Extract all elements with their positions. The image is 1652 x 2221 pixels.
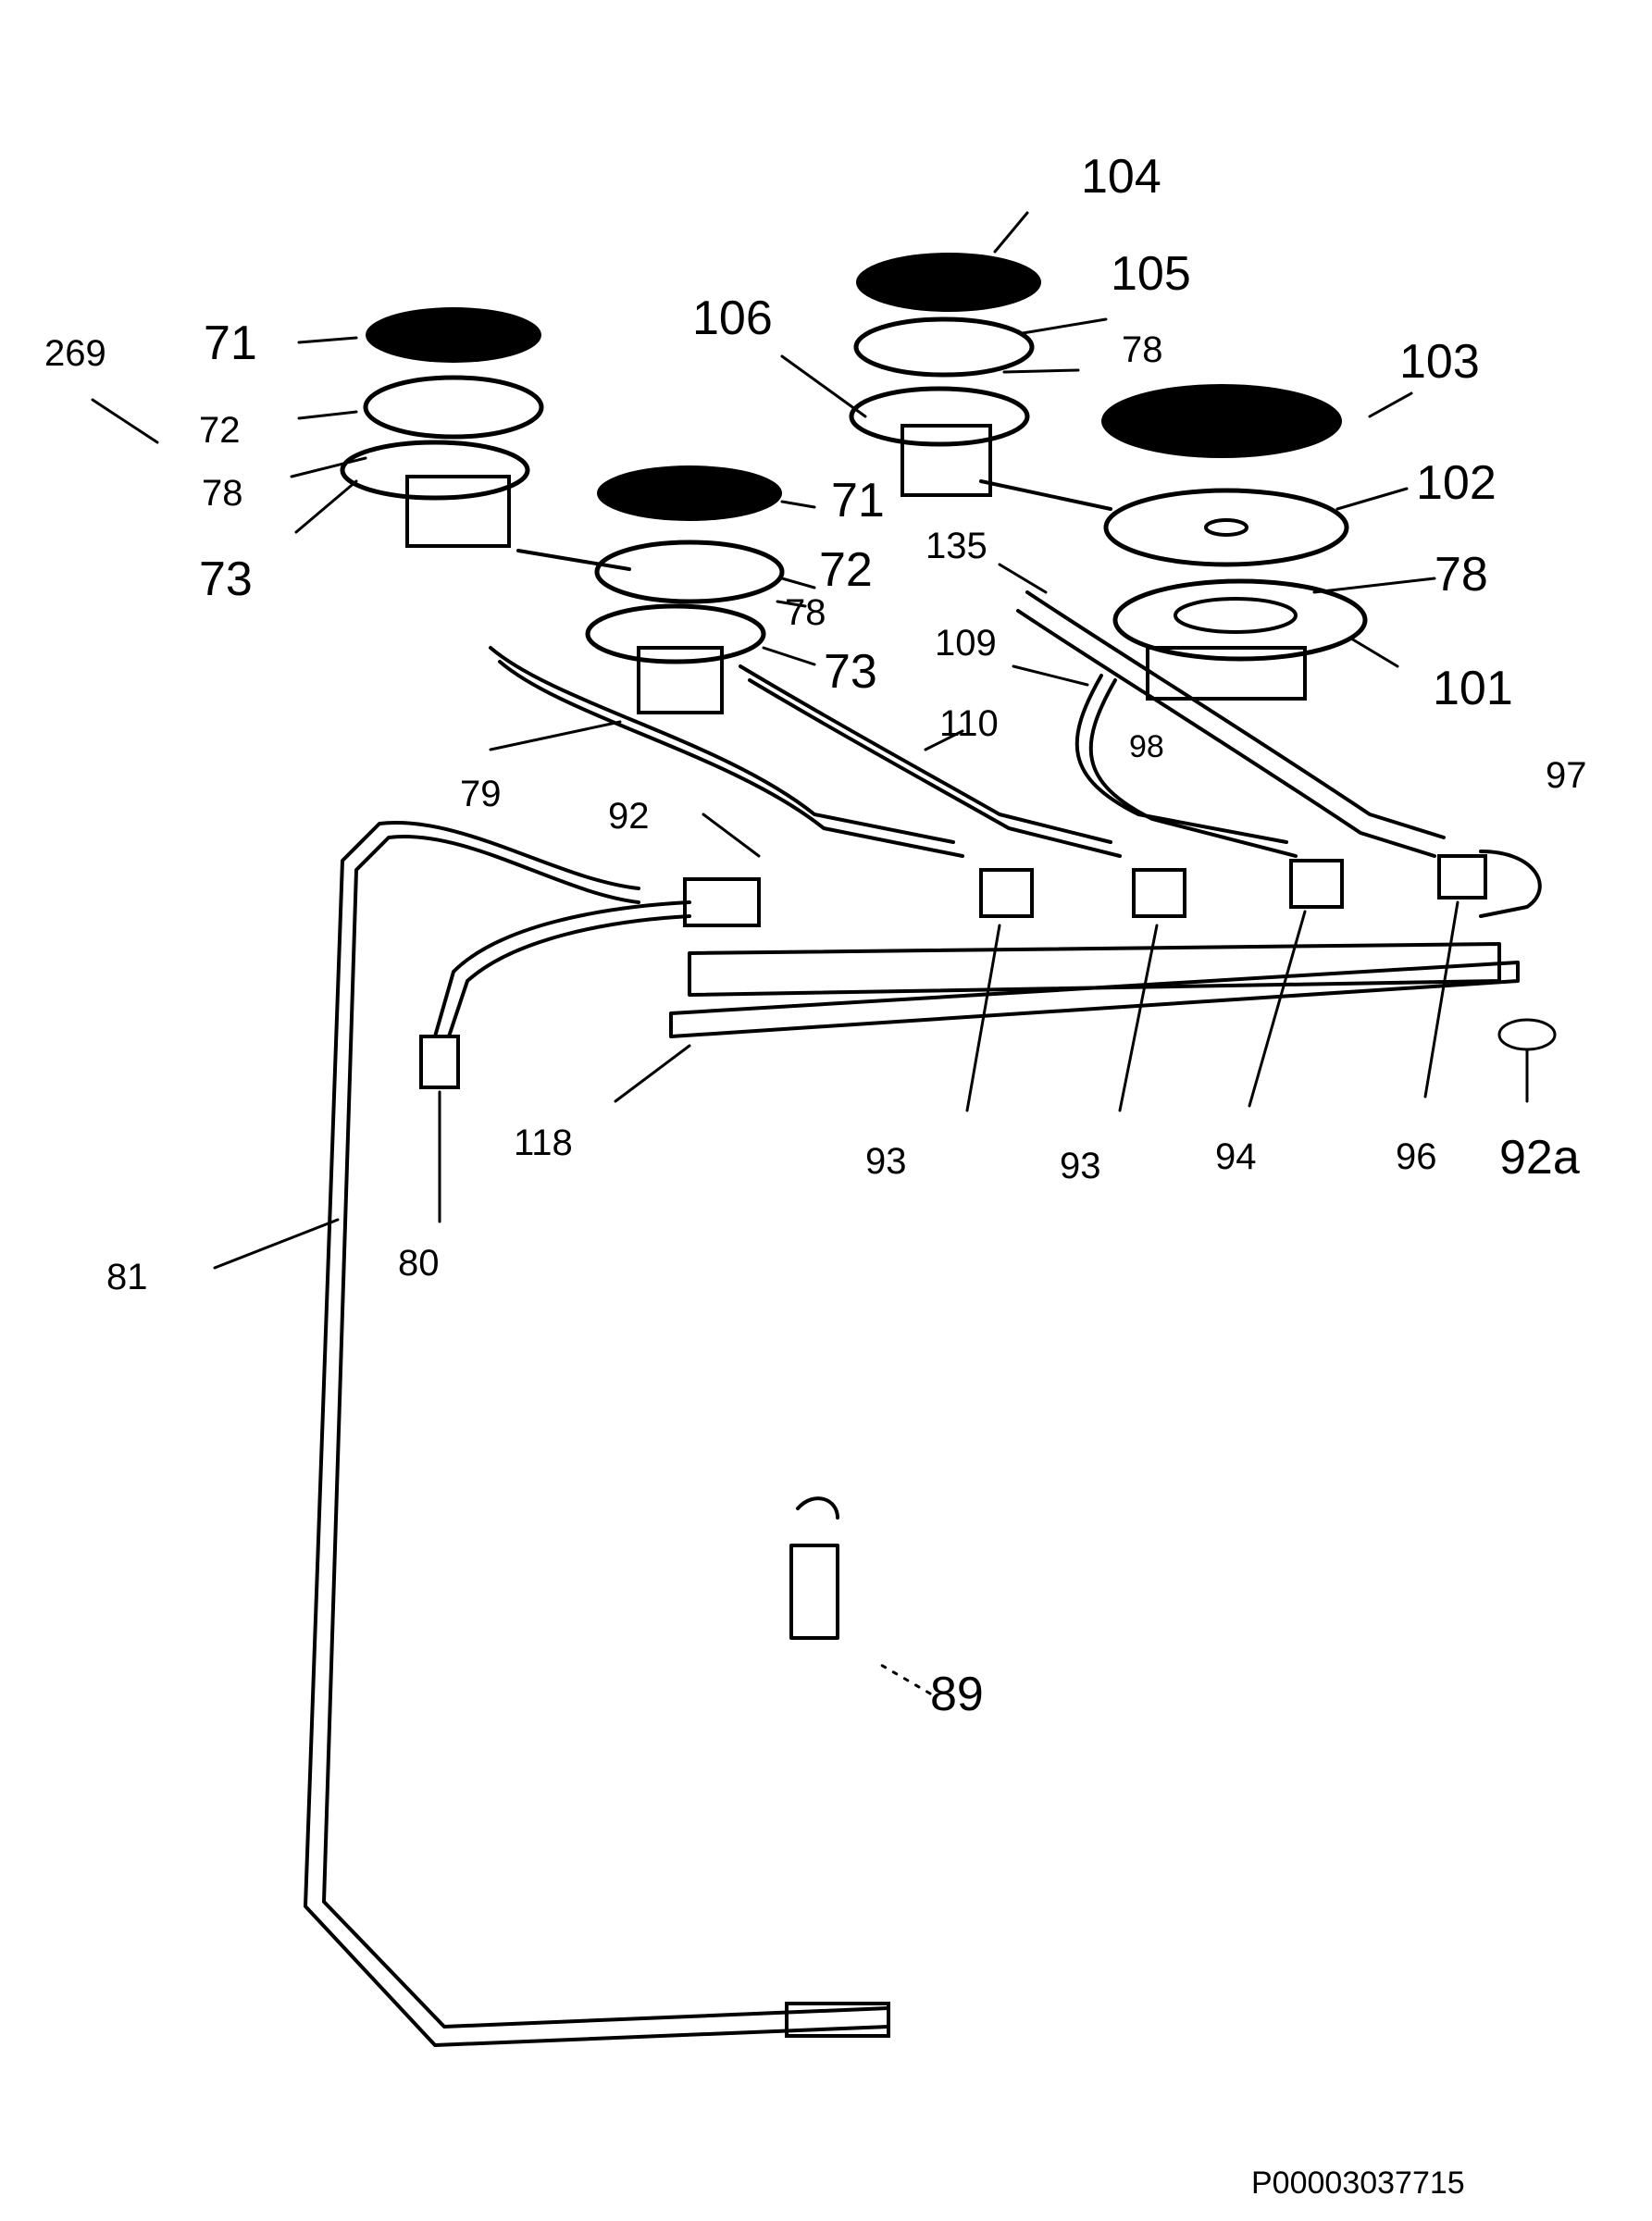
pipe-79-b bbox=[498, 660, 964, 858]
label-92a: 92a bbox=[1499, 1131, 1580, 1185]
label-98: 98 bbox=[1129, 729, 1164, 764]
label-78-large: 78 bbox=[1435, 548, 1488, 602]
burner-crown-center-left bbox=[594, 540, 785, 604]
burner-body-center-left bbox=[637, 646, 724, 714]
pipe-109 bbox=[1025, 590, 1446, 839]
label-79: 79 bbox=[460, 774, 502, 814]
label-106: 106 bbox=[692, 292, 773, 345]
label-78-left: 78 bbox=[202, 473, 243, 514]
pipe-rear-link-2 bbox=[979, 479, 1112, 511]
manifold-end-97 bbox=[1479, 850, 1542, 918]
label-102: 102 bbox=[1416, 456, 1497, 510]
pipe-rear-link bbox=[516, 549, 631, 571]
burner-inner-large bbox=[1174, 597, 1298, 634]
pipe-80 bbox=[433, 900, 691, 1038]
pipe-80-fitting bbox=[419, 1035, 460, 1089]
label-110: 110 bbox=[939, 703, 999, 744]
label-104: 104 bbox=[1081, 150, 1161, 204]
label-72-center: 72 bbox=[819, 543, 873, 597]
pipe-109-b bbox=[1016, 609, 1436, 858]
clip-89 bbox=[789, 1496, 839, 1640]
label-101: 101 bbox=[1433, 662, 1513, 715]
tap-94 bbox=[1289, 859, 1344, 909]
label-71-left: 71 bbox=[204, 316, 257, 370]
label-80: 80 bbox=[398, 1243, 440, 1284]
tap-93-a bbox=[979, 868, 1034, 918]
burner-body-left bbox=[405, 475, 511, 548]
burner-cap-left bbox=[366, 307, 541, 363]
label-78-rear: 78 bbox=[1122, 329, 1163, 370]
manifold-rail bbox=[669, 961, 1520, 1038]
label-92: 92 bbox=[608, 796, 650, 837]
label-105: 105 bbox=[1111, 247, 1191, 301]
label-78-center: 78 bbox=[785, 592, 826, 633]
label-73-center: 73 bbox=[824, 645, 877, 699]
pipe-81 bbox=[304, 821, 890, 2047]
burner-body-rear bbox=[901, 424, 992, 497]
burner-base-left bbox=[340, 440, 530, 501]
burner-cap-rear bbox=[856, 253, 1041, 312]
burner-base-rear bbox=[849, 386, 1030, 447]
label-94: 94 bbox=[1215, 1136, 1257, 1177]
label-93-a: 93 bbox=[865, 1141, 907, 1182]
tap-93-b bbox=[1132, 868, 1186, 918]
label-97: 97 bbox=[1546, 755, 1587, 796]
pipe-79 bbox=[489, 646, 955, 844]
diagram-reference-code: P00003037715 bbox=[1251, 2165, 1465, 2201]
washer-92a bbox=[1497, 1018, 1557, 1051]
label-71-center: 71 bbox=[831, 474, 885, 527]
label-96: 96 bbox=[1396, 1136, 1437, 1177]
burner-crown-large bbox=[1103, 488, 1349, 567]
label-269: 269 bbox=[44, 333, 106, 374]
burner-crown-rear bbox=[853, 316, 1035, 378]
pipe-110 bbox=[739, 664, 1112, 844]
label-118: 118 bbox=[514, 1123, 573, 1163]
pipe-81-end-fitting bbox=[785, 2002, 890, 2038]
burner-cap-large bbox=[1101, 384, 1342, 458]
label-103: 103 bbox=[1399, 335, 1480, 389]
pipe-80-b bbox=[447, 914, 691, 1038]
pipe-81-b bbox=[322, 835, 890, 2029]
tap-96 bbox=[1437, 854, 1487, 900]
label-109: 109 bbox=[935, 623, 997, 664]
burner-crown-left bbox=[363, 375, 544, 440]
burner-base-center-left bbox=[585, 603, 766, 664]
label-93-b: 93 bbox=[1060, 1146, 1101, 1186]
label-73-left: 73 bbox=[199, 552, 253, 606]
pipe-110-b bbox=[748, 678, 1122, 858]
burner-body-large bbox=[1146, 646, 1307, 701]
tap-92 bbox=[683, 877, 761, 927]
pipe-98-b bbox=[1088, 678, 1298, 858]
label-89: 89 bbox=[930, 1668, 984, 1721]
label-135: 135 bbox=[925, 526, 987, 566]
label-81: 81 bbox=[106, 1257, 148, 1297]
burner-cap-center-left bbox=[597, 465, 782, 521]
pipe-98 bbox=[1074, 674, 1288, 844]
label-72-left: 72 bbox=[199, 410, 241, 451]
burner-center-large bbox=[1204, 518, 1248, 537]
burner-base-large bbox=[1112, 578, 1368, 662]
